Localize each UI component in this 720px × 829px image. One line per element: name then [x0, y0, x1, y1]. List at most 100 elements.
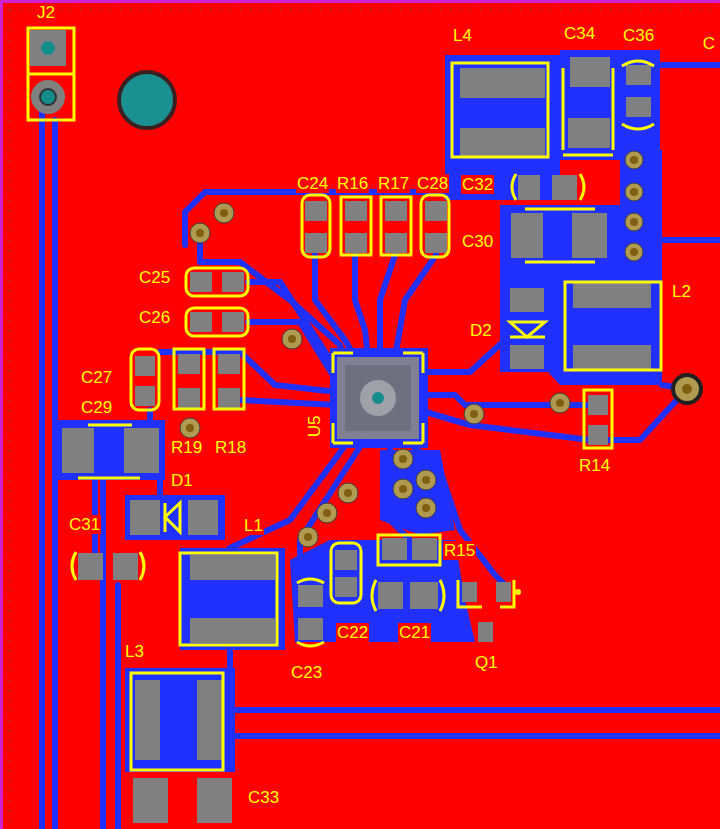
bottom-copper-pour	[58, 50, 662, 772]
smd-pad	[190, 312, 212, 332]
pin-one-dot	[515, 589, 521, 595]
silkscreen-outline	[174, 349, 204, 409]
component-designator: C25	[138, 268, 171, 287]
via-drill	[422, 476, 430, 484]
silkscreen-outline	[421, 195, 449, 257]
copper-trace	[230, 439, 350, 548]
via-drill	[630, 156, 638, 164]
via-drill	[323, 509, 331, 517]
component-designator: L2	[671, 282, 692, 301]
copper-trace	[355, 255, 368, 357]
copper-trace	[42, 60, 720, 829]
qfn-package	[337, 357, 419, 439]
silkscreen-outline	[612, 68, 615, 150]
smd-pad	[62, 428, 94, 473]
smd-pad	[573, 282, 651, 308]
connector-pads	[40, 89, 56, 105]
component-designator: Q1	[474, 653, 499, 672]
smd-pad	[496, 582, 511, 602]
copper-trace	[230, 707, 720, 713]
silkscreen-outline	[331, 543, 361, 603]
via	[338, 483, 358, 503]
smd-pad	[188, 500, 218, 535]
component-designator: C24	[296, 174, 329, 193]
smd-pad	[425, 201, 447, 221]
smd-pad	[335, 550, 357, 570]
component-designator: C28	[416, 174, 449, 193]
board-ground	[0, 7, 720, 11]
silkscreen-outline	[512, 174, 584, 200]
silkscreen-outline	[381, 197, 411, 255]
smd-pad	[190, 618, 275, 643]
smd-pad	[305, 201, 327, 221]
silkscreen-outline	[565, 282, 661, 370]
via	[416, 470, 436, 490]
smd-pad	[222, 312, 244, 332]
via	[282, 329, 302, 349]
component-designator: C30	[461, 232, 494, 251]
component-designator: R16	[336, 174, 369, 193]
copper-trace	[380, 255, 395, 357]
component-designator: C	[702, 34, 716, 53]
via	[625, 213, 643, 231]
smd-pad	[197, 778, 232, 823]
component-designator: C23	[290, 663, 323, 682]
smd-pad	[218, 354, 240, 374]
copper-trace	[157, 470, 163, 500]
via-drill	[186, 156, 692, 541]
component-designator: U5	[305, 414, 324, 438]
bottom-copper-pour	[125, 495, 225, 540]
component-designator: C31	[68, 515, 101, 534]
qfn-package	[345, 365, 411, 431]
via	[393, 479, 413, 499]
smd-pad	[78, 553, 103, 580]
via	[625, 183, 643, 201]
smd-pad	[133, 778, 168, 823]
silkscreen-outline	[165, 503, 180, 532]
silkscreen-outline	[297, 579, 324, 646]
component-designator: C21	[398, 623, 431, 642]
smd-pad	[382, 538, 407, 560]
via-drill	[344, 489, 352, 497]
silkscreen-outline	[563, 154, 613, 157]
smd-pad	[298, 585, 323, 607]
silkscreen-outline	[378, 535, 440, 565]
silkscreen-outline	[186, 308, 248, 336]
copper-trace	[662, 237, 720, 243]
via-drill	[196, 229, 204, 237]
silkscreen-outline	[341, 197, 371, 255]
component-designator: D1	[170, 471, 194, 490]
silkscreen-outline	[622, 61, 654, 129]
via-drill	[288, 335, 296, 343]
via-drill	[399, 485, 407, 493]
smd-pad	[197, 680, 222, 760]
mounting-via	[119, 72, 175, 128]
connector-pads	[31, 80, 65, 114]
via	[416, 498, 436, 518]
smd-pad	[190, 272, 212, 292]
smd-pad	[588, 395, 608, 415]
component-designator: C22	[336, 623, 369, 642]
copper-trace	[227, 650, 233, 668]
smd-pad	[218, 388, 240, 408]
smd-pad	[552, 175, 577, 200]
smd-pad	[573, 345, 651, 371]
smd-pad	[378, 582, 403, 609]
silkscreen-outline	[510, 336, 545, 339]
copper-trace	[160, 352, 337, 392]
silkscreen-outline	[584, 390, 612, 448]
component-designator: C26	[138, 308, 171, 327]
qfn-package	[333, 353, 423, 443]
smd-pad	[135, 680, 160, 760]
smd-pad	[130, 500, 160, 535]
bottom-copper-pour	[500, 150, 662, 385]
component-designator: R19	[170, 438, 203, 457]
copper-trace	[52, 120, 58, 829]
smd-pad	[178, 388, 200, 408]
via	[464, 404, 484, 424]
via	[180, 151, 701, 547]
connector-pads	[41, 41, 55, 55]
via	[673, 375, 701, 403]
smd-pad	[222, 272, 244, 292]
